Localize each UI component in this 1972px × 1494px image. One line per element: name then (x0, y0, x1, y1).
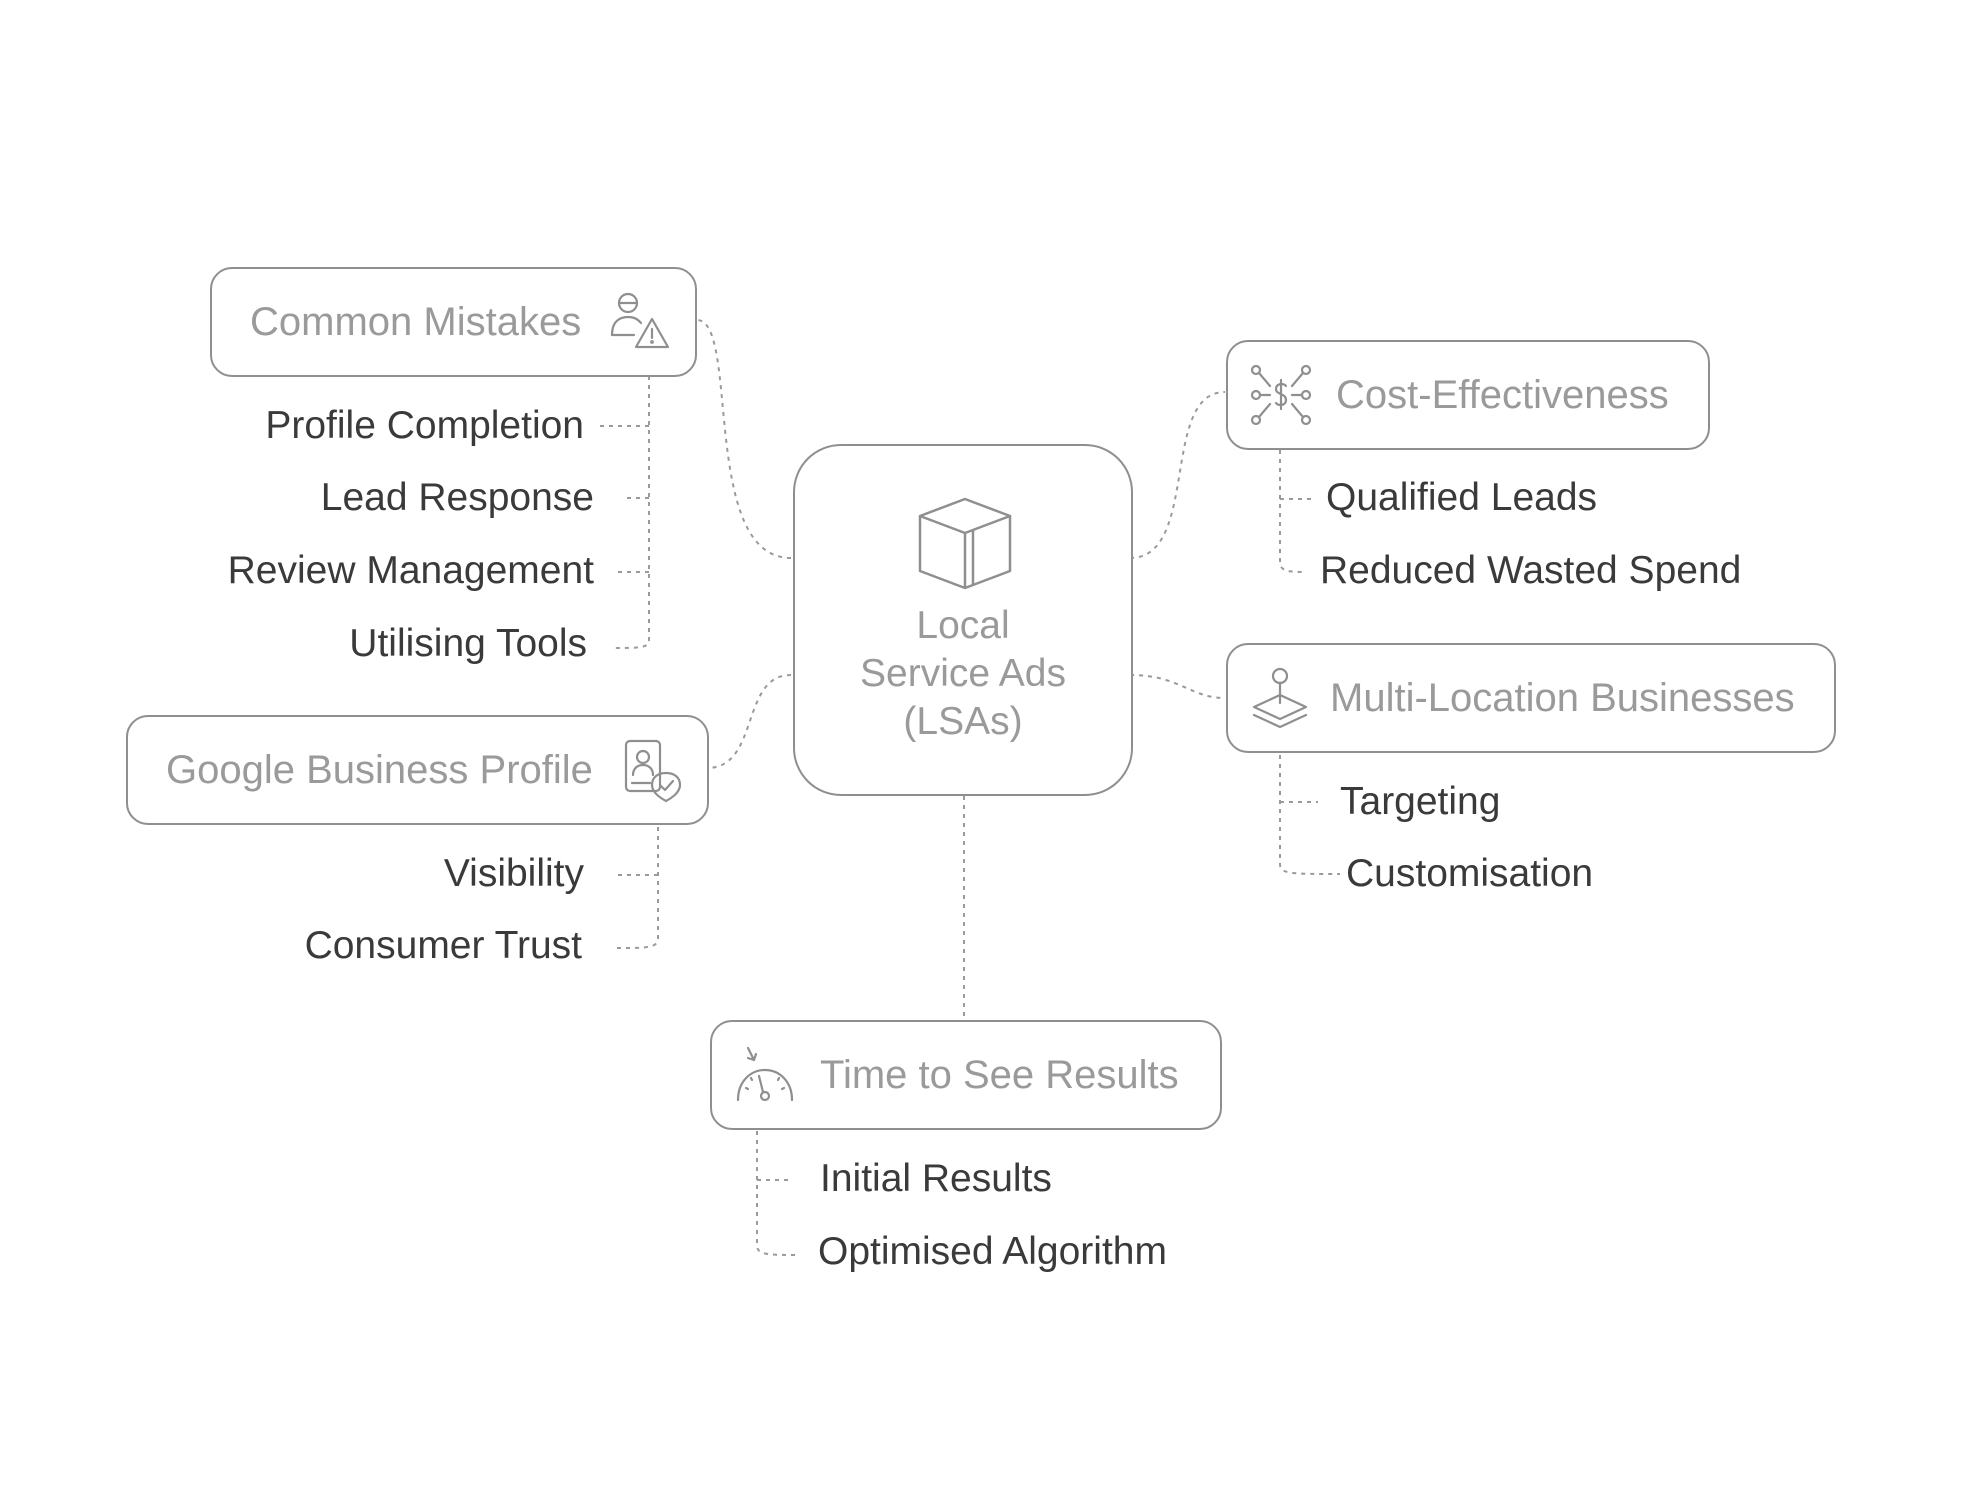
leaf-consumer-trust: Consumer Trust (304, 924, 582, 967)
box-icon (918, 497, 1012, 590)
branch-multi-location-businesses-title: Multi-Location Businesses (1330, 676, 1795, 720)
center-title-line-1: Local (916, 604, 1010, 647)
branch-common-mistakes-title: Common Mistakes (250, 300, 582, 344)
leaf-visibility: Visibility (443, 852, 584, 895)
user-warning-icon (610, 292, 670, 349)
center-node: Local Service Ads (LSAs) (793, 444, 1133, 796)
leaf-review-management: Review Management (227, 549, 594, 592)
leaf-profile-completion: Profile Completion (265, 404, 584, 447)
leaf-customisation: Customisation (1346, 852, 1594, 895)
leaf-lead-response: Lead Response (320, 476, 594, 519)
speedometer-icon (736, 1046, 794, 1102)
leaf-utilising-tools: Utilising Tools (349, 622, 587, 665)
branch-google-business-profile[interactable]: Google Business Profile (126, 715, 709, 825)
branch-google-business-profile-title: Google Business Profile (166, 748, 593, 792)
branch-time-to-see-results[interactable]: Time to See Results (710, 1020, 1222, 1130)
branch-common-mistakes[interactable]: Common Mistakes (210, 267, 697, 377)
connector-center-google-profile (706, 674, 792, 769)
profile-badge-icon (624, 739, 682, 803)
connector-multi-children (1279, 755, 1341, 875)
connector-common-profile (611, 376, 650, 649)
branch-multi-location-businesses[interactable]: Multi-Location Businesses (1226, 643, 1836, 753)
leaf-initial-results: Initial Results (820, 1157, 1052, 1200)
center-title-line-2: Service Ads (860, 652, 1066, 695)
connector-center-multi (1129, 674, 1226, 699)
leaf-targeting: Targeting (1340, 780, 1501, 823)
branch-cost-effectiveness-title: Cost-Effectiveness (1336, 373, 1669, 417)
connector-google-children (615, 827, 659, 949)
connector-cost-children (1279, 450, 1307, 573)
dollar-network-icon (1250, 364, 1312, 426)
branch-time-to-see-results-title: Time to See Results (820, 1053, 1179, 1097)
branch-cost-effectiveness[interactable]: Cost-Effectiveness (1226, 340, 1710, 450)
location-layers-icon (1252, 667, 1308, 729)
leaf-reduced-wasted-spend: Reduced Wasted Spend (1320, 549, 1742, 592)
center-title-line-3: (LSAs) (903, 700, 1023, 743)
leaf-optimised-algorithm: Optimised Algorithm (818, 1230, 1167, 1273)
connector-center-common-mistakes (696, 319, 792, 559)
connector-time-children (756, 1131, 801, 1256)
connector-center-cost (1129, 391, 1226, 559)
leaf-qualified-leads: Qualified Leads (1326, 476, 1598, 519)
